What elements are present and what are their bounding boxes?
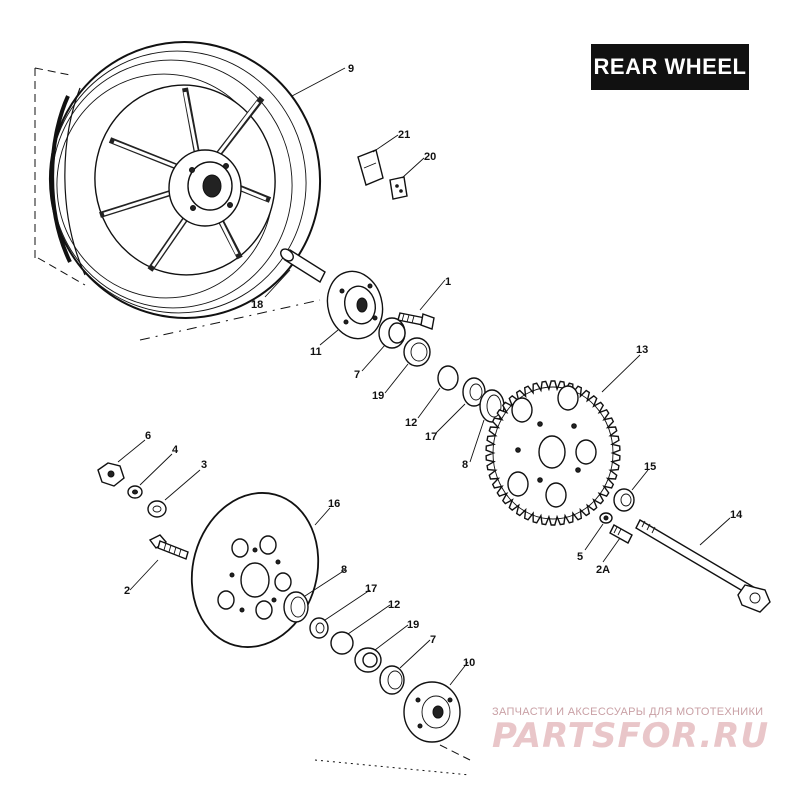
- callout-15: 15: [644, 461, 656, 473]
- bearing-lower: [354, 647, 405, 695]
- callout-2: 2: [124, 585, 130, 597]
- spacer-upper: [437, 365, 505, 423]
- leader-lines: [117, 67, 731, 686]
- watermark-tagline: ЗАПЧАСТИ И АКСЕССУАРЫ ДЛЯ МОТОТЕХНИКИ: [492, 706, 764, 718]
- callout-10: 10: [463, 657, 475, 669]
- callout-7-upper: 7: [354, 369, 360, 381]
- bolt-1: [397, 312, 435, 330]
- callout-11: 11: [310, 346, 322, 358]
- callout-20: 20: [424, 151, 436, 163]
- callout-19-upper: 19: [372, 390, 384, 402]
- watermark-logo: PARTSFOR.RU: [492, 716, 770, 756]
- callout-12-lower: 12: [388, 599, 400, 611]
- callout-7-lower: 7: [430, 634, 436, 646]
- callout-17-upper: 17: [425, 431, 437, 443]
- bolt-2a: [609, 524, 633, 544]
- hub-flange: [326, 270, 384, 340]
- bolt-2: [148, 534, 189, 560]
- callout-8-lower: 8: [341, 564, 347, 576]
- callout-2a: 2A: [596, 564, 610, 576]
- callout-13: 13: [636, 344, 648, 356]
- callout-6: 6: [145, 430, 151, 442]
- callout-14: 14: [730, 509, 743, 521]
- callout-9: 9: [348, 63, 354, 75]
- axle: [635, 519, 771, 613]
- spacer-lower: [283, 591, 354, 655]
- bearing-upper: [378, 317, 431, 367]
- callout-12-upper: 12: [405, 417, 417, 429]
- callout-8-upper: 8: [462, 459, 468, 471]
- callout-16: 16: [328, 498, 340, 510]
- washer-3: [147, 500, 167, 518]
- nut-6: [97, 462, 125, 487]
- spacer-15: [613, 488, 635, 512]
- callout-17-lower: 17: [365, 583, 377, 595]
- hub-cap: [403, 681, 471, 761]
- callout-4: 4: [172, 444, 179, 456]
- rear-sprocket: [485, 380, 621, 526]
- nut-5: [599, 512, 613, 524]
- lock-tab-20: [389, 176, 408, 200]
- callout-19-lower: 19: [407, 619, 419, 631]
- callout-5: 5: [577, 551, 583, 563]
- axle-spacer: [280, 248, 326, 284]
- lockwasher-4: [127, 485, 143, 499]
- callout-18: 18: [251, 299, 263, 311]
- callout-3: 3: [201, 459, 207, 471]
- title-banner: REAR WHEEL: [591, 44, 749, 90]
- lock-tab-21: [357, 149, 384, 186]
- callout-1: 1: [445, 276, 451, 288]
- wheel-rim: [34, 41, 322, 319]
- callout-21: 21: [398, 129, 410, 141]
